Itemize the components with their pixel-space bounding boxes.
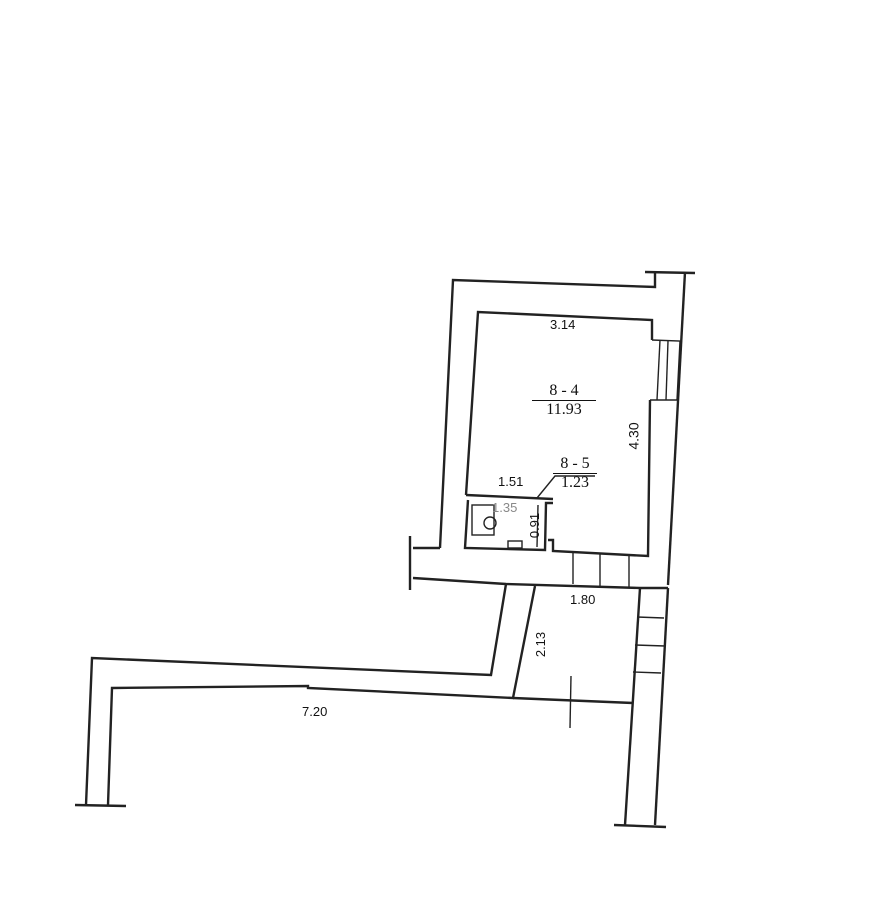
dim-corridor-length: 7.20 — [302, 704, 328, 719]
dim-room-length: 4.30 — [625, 422, 642, 450]
dimension-tick — [569, 675, 572, 729]
dim-passage-width: 1.80 — [570, 592, 596, 607]
room-8-4-wall-right — [548, 399, 652, 558]
room-8-5-area: 1.23 — [561, 474, 589, 491]
right-wall-inner — [623, 587, 642, 826]
window-line — [656, 339, 661, 401]
window-line — [634, 644, 666, 647]
room-8-4-area: 11.93 — [546, 401, 582, 418]
window-line — [632, 671, 662, 674]
partition-wall — [465, 493, 554, 501]
sink-icon — [507, 540, 523, 549]
corridor-inner-wall — [106, 585, 537, 806]
dim-bath-depth: 0.91 — [527, 512, 543, 539]
dim-bath-inner: 1.35 — [492, 500, 518, 515]
corridor-outer-wall — [84, 583, 508, 806]
toilet-icon — [483, 516, 497, 530]
bathtub-icon — [471, 504, 495, 536]
wall-cap-top-right — [644, 270, 696, 275]
wall-cap-bottom-left — [74, 803, 127, 808]
dim-room-width: 3.14 — [550, 317, 576, 332]
outer-wall-top — [438, 272, 657, 549]
dim-bath-width: 1.51 — [498, 474, 524, 489]
room-8-5-wall — [463, 499, 553, 552]
outer-wall-bottom — [412, 576, 668, 590]
leader-line — [536, 475, 595, 499]
room-8-4-wall — [464, 310, 654, 496]
right-wall-outer — [653, 587, 670, 826]
window-right — [650, 339, 681, 401]
window-line — [636, 616, 665, 619]
wall-cap-bottom-right — [613, 823, 667, 829]
window-line — [665, 340, 669, 401]
room-8-5-label: 8 - 5 1.23 — [553, 455, 597, 492]
dim-passage-length: 2.13 — [533, 631, 549, 658]
room-8-4-id: 8 - 4 — [532, 382, 596, 401]
passage-wall — [512, 696, 634, 705]
door-line — [536, 504, 539, 548]
room-8-4-label: 8 - 4 11.93 — [532, 382, 596, 419]
outer-wall-right — [666, 271, 687, 586]
room-8-5-id: 8 - 5 — [553, 455, 597, 474]
